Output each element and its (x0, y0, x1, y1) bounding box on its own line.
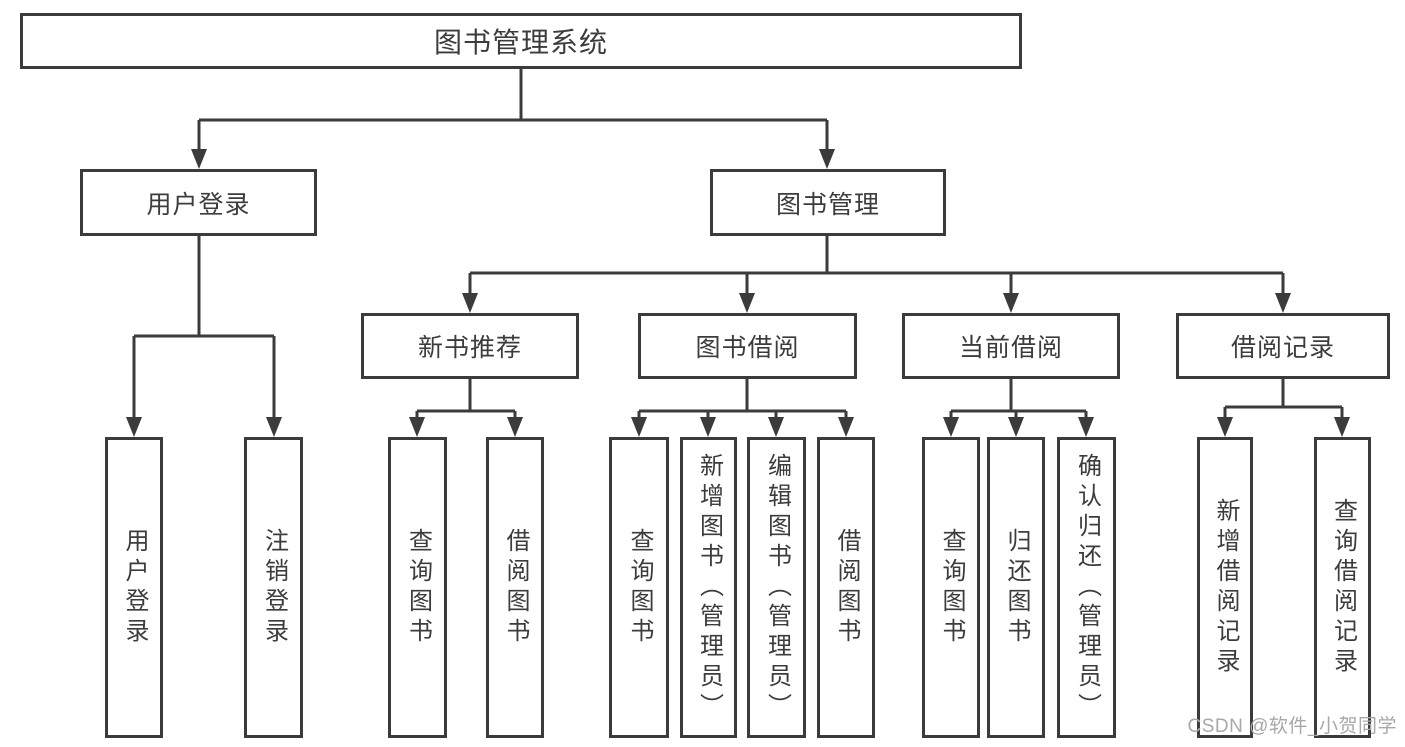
node-label: 图书借阅 (695, 334, 800, 362)
node-label: 借阅记录 (1230, 334, 1335, 362)
leaf-label: 查询图书 (404, 527, 432, 648)
leaf-label: 注销登录 (260, 527, 288, 648)
leaf-label: 归还图书 (1003, 527, 1030, 648)
arrow-down-icon (1003, 293, 1019, 313)
leaf-query-books-3: 查询图书 (922, 437, 980, 738)
leaf-borrow-books-2: 借阅图书 (817, 437, 875, 738)
leaf-label: 查询图书 (938, 527, 965, 648)
leaf-label: 新增借阅记录 (1212, 497, 1239, 678)
arrow-down-icons (126, 149, 1350, 437)
leaf-return-books: 归还图书 (987, 437, 1045, 738)
leaf-add-book-admin: 新增图书（管理员） (680, 437, 737, 738)
node-user-login: 用户登录 (80, 169, 317, 236)
leaf-borrow-books-1: 借阅图书 (486, 437, 544, 738)
arrow-down-icon (739, 293, 755, 313)
connector-path (132, 68, 1344, 420)
leaf-label: 查询借阅记录 (1329, 497, 1357, 678)
leaf-label: 借阅图书 (502, 527, 529, 648)
leaf-add-borrow-record: 新增借阅记录 (1197, 437, 1253, 738)
arrow-down-icon (838, 417, 854, 437)
node-label: 新书推荐 (417, 334, 522, 362)
arrow-down-icon (126, 417, 142, 437)
arrow-down-icon (819, 149, 835, 169)
leaf-logout: 注销登录 (244, 437, 303, 738)
arrow-down-icon (266, 417, 282, 437)
node-book-borrow: 图书借阅 (638, 313, 857, 379)
leaf-label: 新增图书（管理员） (695, 452, 723, 723)
leaf-label: 查询图书 (626, 527, 653, 648)
arrow-down-icon (768, 417, 784, 437)
arrow-down-icon (943, 417, 959, 437)
node-root: 图书管理系统 (20, 13, 1022, 69)
leaf-label: 编辑图书（管理员） (763, 452, 791, 723)
node-borrow-records: 借阅记录 (1176, 313, 1390, 379)
node-label: 用户登录 (146, 190, 251, 219)
arrow-down-icon (1334, 417, 1350, 437)
arrow-down-icon (700, 417, 716, 437)
csdn-watermark: CSDN @软件_小贺同学 (1187, 716, 1397, 737)
leaf-edit-book-admin: 编辑图书（管理员） (747, 437, 806, 738)
node-book-management: 图书管理 (710, 169, 946, 236)
leaf-label: 用户登录 (121, 527, 148, 648)
arrow-down-icon (191, 149, 207, 169)
node-current-borrow: 当前借阅 (902, 313, 1120, 379)
leaf-query-borrow-record: 查询借阅记录 (1314, 437, 1371, 738)
node-label: 图书管理 (775, 190, 880, 219)
leaf-query-books-2: 查询图书 (609, 437, 669, 738)
arrow-down-icon (462, 293, 478, 313)
leaf-user-login: 用户登录 (105, 437, 163, 738)
leaf-confirm-return-admin: 确认归还（管理员） (1057, 437, 1116, 738)
node-root-label: 图书管理系统 (433, 27, 608, 58)
leaf-label: 确认归还（管理员） (1073, 452, 1101, 723)
leaf-query-books-1: 查询图书 (388, 437, 447, 738)
arrow-down-icon (1275, 293, 1291, 313)
arrow-down-icon (631, 417, 647, 437)
arrow-down-icon (1008, 417, 1024, 437)
node-new-book-recommend: 新书推荐 (361, 313, 579, 379)
arrow-down-icon (507, 417, 523, 437)
arrow-down-icon (1078, 417, 1094, 437)
arrow-down-icon (409, 417, 425, 437)
leaf-label: 借阅图书 (833, 527, 860, 648)
node-label: 当前借阅 (958, 334, 1063, 362)
arrow-down-icon (1217, 417, 1233, 437)
